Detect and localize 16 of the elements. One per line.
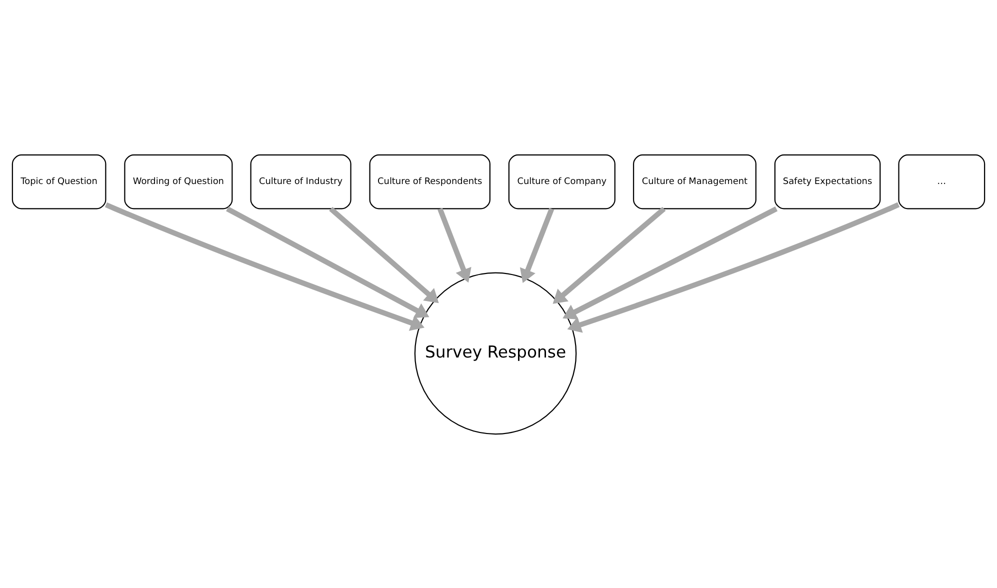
arrow: [552, 206, 666, 304]
node-box: Wording of Question: [124, 154, 233, 209]
arrow: [104, 202, 424, 330]
node-box: Culture of Management: [632, 154, 756, 209]
arrow: [438, 207, 472, 282]
node-box: Culture of Company: [508, 154, 616, 209]
node-box: Topic of Question: [12, 154, 106, 209]
node-box: Culture of Respondents: [369, 154, 490, 209]
arrow: [329, 206, 439, 303]
node-box: Safety Expectations: [774, 154, 881, 209]
arrow: [226, 206, 430, 318]
node-box: Culture of Industry: [250, 154, 352, 209]
arrow: [562, 206, 778, 320]
node-box: …: [898, 154, 986, 209]
arrow: [567, 202, 900, 332]
arrow: [520, 207, 554, 282]
